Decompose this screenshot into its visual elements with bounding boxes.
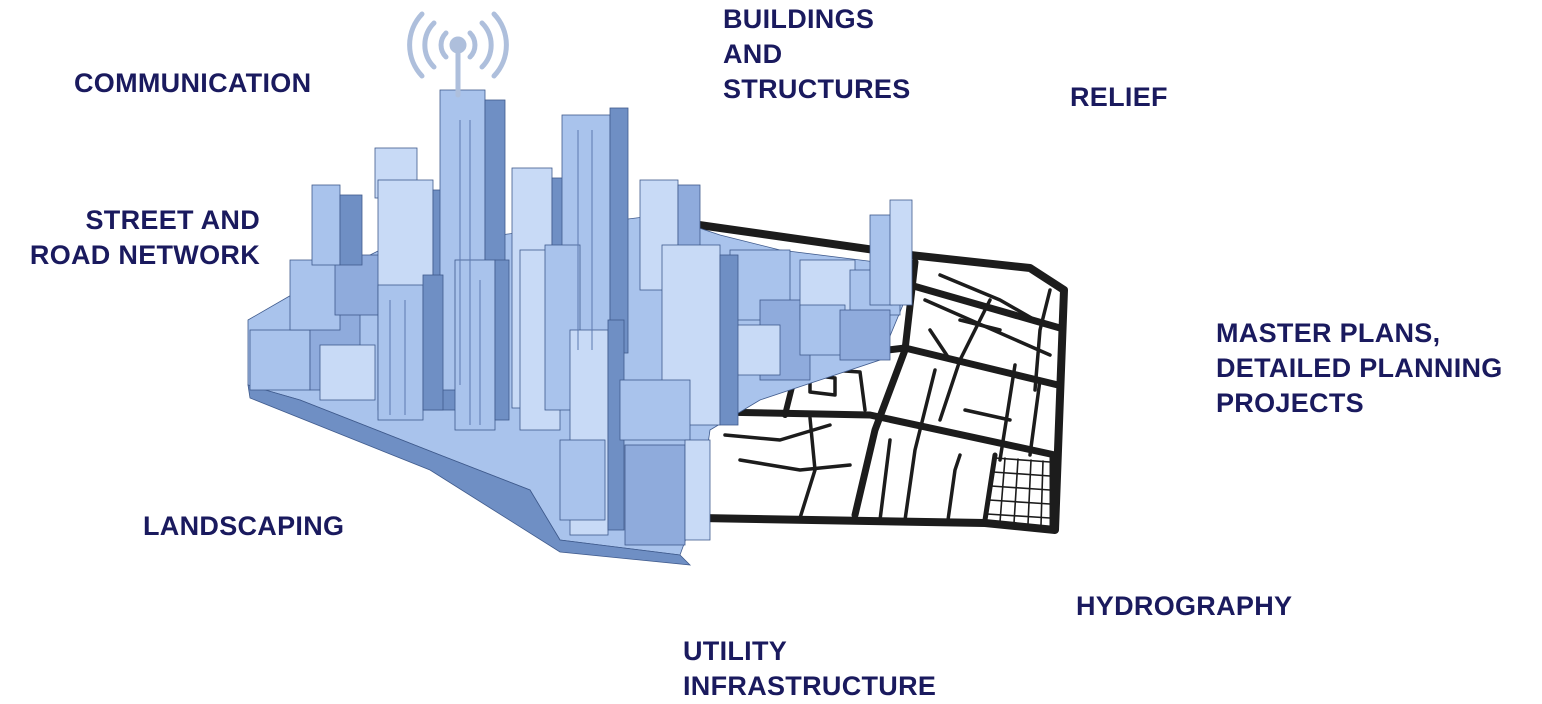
label-hydrography: HYDROGRAPHY (1076, 591, 1293, 621)
label-street-and-road-network: STREET AND ROAD NETWORK (29, 205, 260, 270)
low-rise-blocks (249, 147, 913, 401)
tall-towers (377, 89, 739, 546)
main-road-3 (711, 408, 1059, 459)
label-utility-infrastructure: UTILITY INFRASTRUCTURE (683, 636, 937, 701)
wifi-antenna-icon (407, 11, 509, 98)
label-master-plans: MASTER PLANS, DETAILED PLANNING PROJECTS (1216, 318, 1503, 418)
minor-roads (723, 273, 1052, 522)
map-grid-edge (982, 452, 1055, 533)
label-relief: RELIEF (1070, 82, 1168, 112)
main-road-4 (851, 258, 919, 519)
buildings-3d (247, 89, 913, 566)
tower-window-lines (389, 120, 593, 425)
label-landscaping: LANDSCAPING (143, 511, 345, 541)
label-buildings-and-structures: BUILDINGS AND STRUCTURES (723, 4, 911, 104)
label-communication: COMMUNICATION (74, 68, 312, 98)
dense-street-grid (986, 457, 1051, 526)
